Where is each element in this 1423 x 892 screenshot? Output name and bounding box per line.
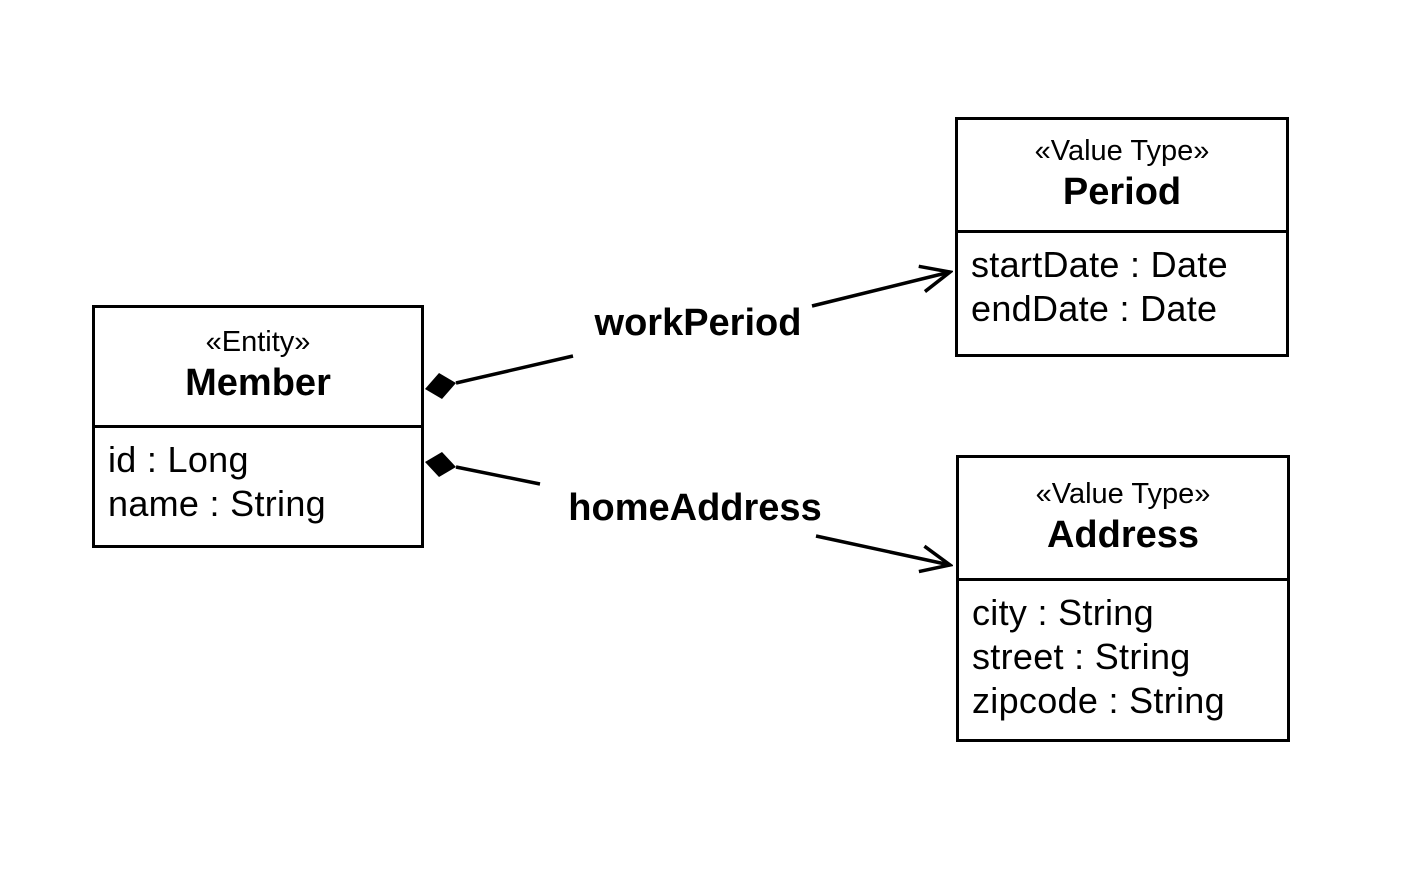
association-line-segment xyxy=(455,465,541,486)
attribute-city: city : String xyxy=(972,592,1154,633)
class-name-member: Member xyxy=(185,362,331,405)
association-line-arrow-segment xyxy=(811,272,950,308)
attributes-compartment-address: city : String street : String zipcode : … xyxy=(959,581,1287,739)
composition-diamond-icon xyxy=(425,373,456,399)
class-header-address: «Value Type» Address xyxy=(959,458,1287,581)
class-box-address: «Value Type» Address city : String stree… xyxy=(956,455,1290,742)
class-name-address: Address xyxy=(1046,513,1200,556)
attribute-street: street : String xyxy=(972,636,1191,677)
composition-diamond-icon xyxy=(425,452,456,477)
class-header-period: «Value Type» Period xyxy=(958,120,1286,233)
class-header-member: «Entity» Member xyxy=(95,308,421,428)
class-box-period: «Value Type» Period startDate : Date end… xyxy=(955,117,1289,357)
stereotype-label: «Value Type» xyxy=(1034,134,1210,167)
relationship-label-homeaddress: homeAddress xyxy=(568,487,822,529)
attributes-compartment-member: id : Long name : String xyxy=(95,428,421,545)
stereotype-label: «Value Type» xyxy=(1035,477,1211,510)
attribute-zipcode: zipcode : String xyxy=(972,680,1225,721)
relationship-label-workperiod: workPeriod xyxy=(594,302,802,344)
attribute-name: name : String xyxy=(108,483,327,524)
attribute-startdate: startDate : Date xyxy=(971,244,1228,285)
attribute-enddate: endDate : Date xyxy=(971,288,1218,329)
class-name-period: Period xyxy=(1062,170,1182,213)
class-box-member: «Entity» Member id : Long name : String xyxy=(92,305,424,548)
attributes-compartment-period: startDate : Date endDate : Date xyxy=(958,233,1286,354)
stereotype-label: «Entity» xyxy=(205,326,311,359)
attribute-id: id : Long xyxy=(108,439,249,480)
association-line-arrow-segment xyxy=(815,534,950,565)
association-line-segment xyxy=(455,354,574,385)
